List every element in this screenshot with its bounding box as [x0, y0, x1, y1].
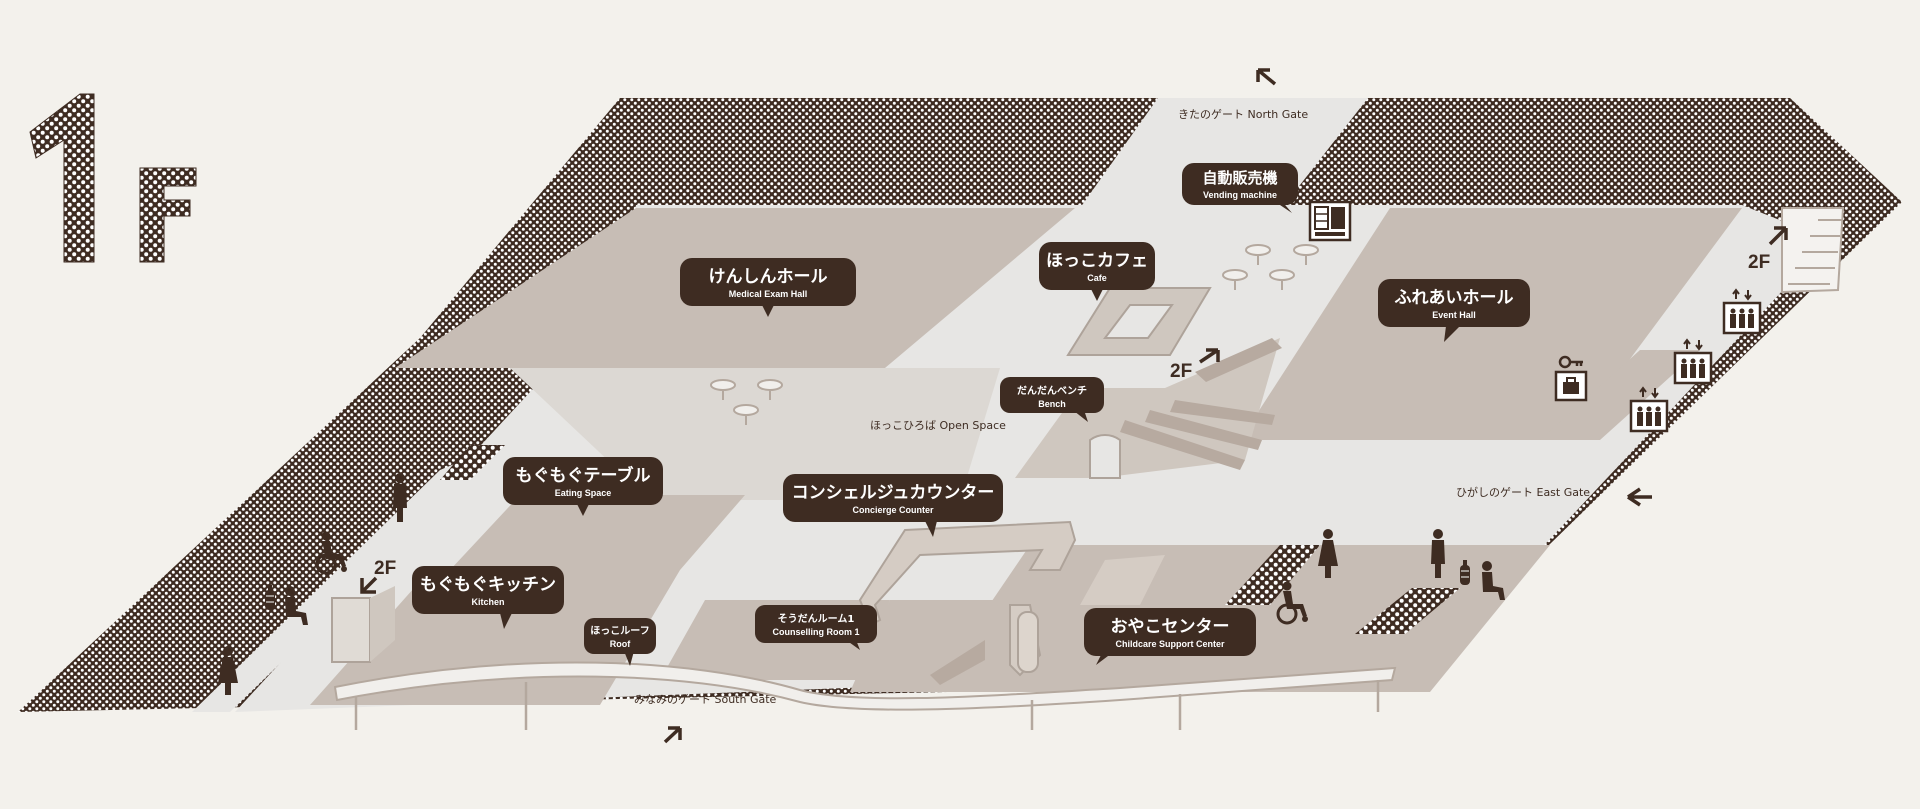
stairs-to-2f-right[interactable]: 2F	[1748, 226, 1788, 273]
locker-icon[interactable]	[1554, 355, 1588, 402]
floor-label: 1 F	[29, 93, 197, 263]
svg-text:Counselling Room 1: Counselling Room 1	[772, 627, 859, 637]
building-inner-block	[440, 445, 505, 480]
svg-text:Cafe: Cafe	[1087, 273, 1107, 283]
svg-text:Medical Exam Hall: Medical Exam Hall	[729, 289, 808, 299]
event-hall-bubble[interactable]: ふれあいホール Event Hall	[1378, 279, 1530, 342]
cafe-counter	[1066, 287, 1212, 356]
svg-text:ほっこカフェ: ほっこカフェ	[1046, 251, 1148, 271]
kitchen-bubble[interactable]: もぐもぐキッチン Kitchen	[412, 566, 564, 629]
floor-number-glyph	[29, 93, 95, 263]
svg-text:おやこセンター: おやこセンター	[1111, 617, 1230, 637]
roof-pillars	[354, 680, 1380, 730]
building-inner-block	[1225, 545, 1320, 605]
north-gate-label[interactable]: きたのゲート North Gate	[1178, 108, 1308, 121]
event-hall-side	[1540, 350, 1700, 440]
east-gate-label[interactable]: ひがしのゲート East Gate	[1456, 485, 1590, 499]
concierge-counter-bubble[interactable]: コンシェルジュカウンター Concierge Counter	[783, 474, 1003, 537]
svg-text:コンシェルジュカウンター: コンシェルジュカウンター	[792, 483, 995, 503]
eating-space-bubble[interactable]: もぐもぐテーブル Eating Space	[503, 457, 663, 516]
svg-text:2F: 2F	[374, 558, 396, 579]
svg-text:Concierge Counter: Concierge Counter	[852, 505, 934, 515]
round-tables-open-space	[710, 379, 783, 425]
svg-text:2F: 2F	[1170, 361, 1192, 382]
eating-space-room	[450, 495, 745, 570]
round-tables-cafe	[1222, 244, 1319, 290]
north-gate-arrow-icon	[1256, 68, 1277, 86]
svg-text:2F: 2F	[1748, 252, 1770, 273]
svg-text:もぐもぐテーブル: もぐもぐテーブル	[516, 465, 651, 486]
svg-text:ふれあいホール: ふれあいホール	[1395, 288, 1514, 308]
roof-walkway	[333, 661, 1397, 711]
svg-text:Childcare Support Center: Childcare Support Center	[1115, 639, 1225, 649]
south-gate-label[interactable]: みなみのゲート South Gate	[634, 693, 777, 706]
svg-text:Kitchen: Kitchen	[471, 597, 504, 607]
south-gate-arrow-icon	[663, 726, 682, 744]
childcare-center-bubble[interactable]: おやこセンター Childcare Support Center	[1084, 608, 1256, 665]
svg-text:自動販売機: 自動販売機	[1202, 169, 1277, 187]
bench-bubble[interactable]: だんだんベンチ Bench	[1000, 377, 1104, 422]
arrow-icon	[1768, 226, 1788, 246]
svg-text:Event Hall: Event Hall	[1432, 310, 1476, 320]
svg-text:そうだんルーム1: そうだんルーム1	[778, 613, 855, 625]
roof-bubble[interactable]: ほっこルーフ Roof	[584, 618, 656, 666]
arrow-icon	[1199, 348, 1220, 364]
stepped-bench	[1015, 338, 1282, 479]
svg-text:だんだんベンチ: だんだんベンチ	[1017, 385, 1087, 397]
stairs-to-2f-center[interactable]: 2F	[1170, 348, 1220, 382]
east-gate-arrow-icon	[1627, 487, 1652, 507]
svg-text:Eating Space: Eating Space	[555, 488, 612, 498]
svg-text:けんしんホール: けんしんホール	[709, 267, 828, 287]
arrow-icon	[360, 576, 378, 594]
west-corridor	[192, 445, 505, 712]
kitchen-partition	[331, 586, 395, 663]
floor-letter-glyph	[139, 167, 197, 263]
childcare-furniture	[930, 555, 1165, 685]
counselling-room-bubble[interactable]: そうだんルーム1 Counselling Room 1	[755, 605, 877, 650]
vending-machine-icon[interactable]	[1308, 200, 1352, 242]
vending-machine-bubble[interactable]: 自動販売機 Vending machine	[1182, 163, 1298, 213]
stairs-to-2f-left[interactable]: 2F	[360, 558, 396, 594]
building-inner-block	[1355, 588, 1460, 634]
svg-text:Vending machine: Vending machine	[1203, 190, 1277, 200]
open-space-label: ほっこひろば Open Space	[870, 419, 1006, 432]
svg-text:もぐもぐキッチン: もぐもぐキッチン	[420, 575, 556, 595]
svg-text:Bench: Bench	[1038, 399, 1066, 409]
svg-text:Roof: Roof	[610, 639, 631, 649]
stairs-icon[interactable]	[1781, 207, 1845, 294]
medical-exam-hall-bubble[interactable]: けんしんホール Medical Exam Hall	[680, 258, 856, 317]
cafe-bubble[interactable]: ほっこカフェ Cafe	[1039, 242, 1155, 301]
svg-text:ほっこルーフ: ほっこルーフ	[590, 625, 649, 637]
